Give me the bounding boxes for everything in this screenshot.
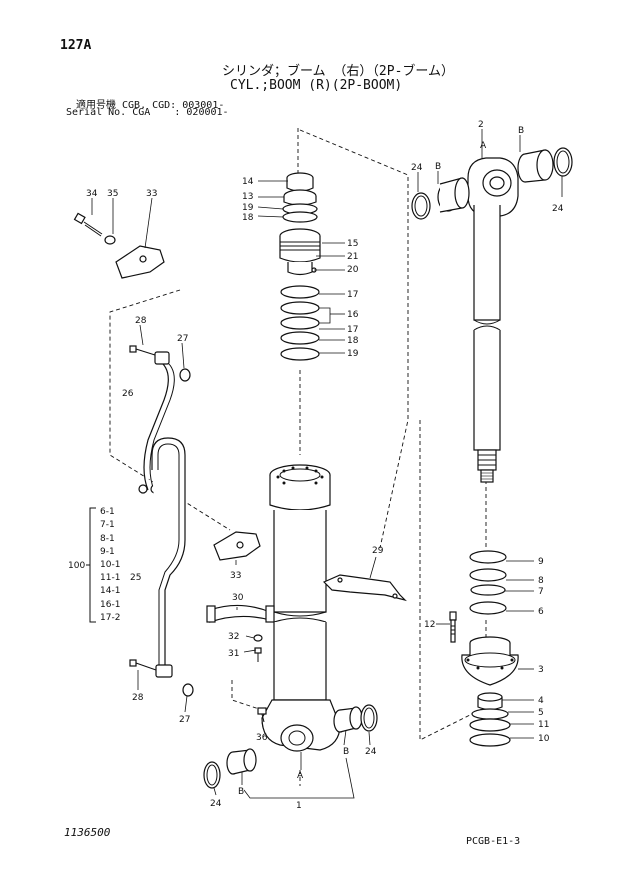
callout-B-upper-left: B [435, 162, 441, 172]
page-code: PCGB-E1-3 [466, 836, 521, 847]
bracket-29 [322, 574, 407, 602]
washer-32 [253, 634, 263, 642]
bottom-bushing-left [226, 748, 257, 775]
callout-8: 8 [538, 576, 544, 586]
oring-27-upper [179, 368, 191, 382]
callout-36: 36 [256, 733, 268, 743]
washer-35 [104, 235, 116, 245]
oring-27-lower [182, 683, 194, 697]
callout-7: 7 [538, 587, 544, 597]
callout-15: 15 [347, 239, 358, 249]
callout-11: 11 [538, 720, 549, 730]
serial-applicability-line-2: Serial No. CGA : 020001- [66, 107, 229, 118]
callout-A-lower: A [297, 771, 304, 781]
callout-31: 31 [228, 649, 239, 659]
leader-lines [91, 129, 563, 799]
callout-17-lower: 17 [347, 325, 358, 335]
callout-6: 6 [538, 607, 544, 617]
callout-25: 25 [130, 573, 141, 583]
kit-item-14-1: 14-1 [100, 586, 120, 596]
callout-24-upper-right: 24 [552, 204, 564, 214]
piston-rod [467, 157, 519, 483]
callout-9: 9 [538, 557, 544, 567]
callout-34: 34 [86, 189, 98, 199]
callout-4: 4 [538, 696, 544, 706]
callout-30: 30 [232, 593, 244, 603]
head-bolt [449, 611, 457, 643]
callout-28-lower: 28 [132, 693, 144, 703]
seal-ring-lower-right [360, 704, 378, 732]
piston-stack [279, 172, 321, 361]
cylinder-tube [261, 464, 341, 752]
callout-18-upper: 18 [242, 213, 254, 223]
callout-B-lower-left: B [238, 787, 244, 797]
kit-item-9-1: 9-1 [100, 547, 115, 557]
callout-24-upper-left: 24 [411, 163, 423, 173]
callout-10: 10 [538, 734, 550, 744]
callout-35: 35 [107, 189, 118, 199]
serial-applicability-line-1: 適用号機 CGB. CGD: 003001- [76, 100, 225, 111]
bottom-bushing-right [333, 706, 363, 733]
kit-item-6-1: 6-1 [100, 507, 115, 517]
callout-B-upper-right: B [518, 126, 524, 136]
callout-21: 21 [347, 252, 358, 262]
kit-item-11-1: 11-1 [100, 573, 120, 583]
callout-14: 14 [242, 177, 254, 187]
callout-3: 3 [538, 665, 544, 675]
drawing-number: 1136500 [64, 826, 111, 839]
cylinder-head-stack [461, 550, 519, 747]
callout-29: 29 [372, 546, 384, 556]
callout-26: 26 [122, 389, 134, 399]
kit-item-7-1: 7-1 [100, 520, 115, 530]
callout-24-lower-left: 24 [210, 799, 222, 809]
clamp-33-lower [213, 531, 261, 561]
callout-19-lower: 19 [347, 349, 359, 359]
callout-5: 5 [538, 708, 544, 718]
callout-20: 20 [347, 265, 359, 275]
callout-19-upper: 19 [242, 203, 254, 213]
callout-24-lower-right: 24 [365, 747, 377, 757]
callout-27-upper: 27 [177, 334, 188, 344]
kit-item-8-1: 8-1 [100, 534, 115, 544]
seal-ring-upper-left [411, 192, 431, 220]
callout-1: 1 [296, 801, 302, 811]
callout-33-lower: 33 [230, 571, 241, 581]
seal-ring-lower-left [203, 761, 221, 789]
callout-16: 16 [347, 310, 359, 320]
callout-27-lower: 27 [179, 715, 190, 725]
seal-ring-upper-right [553, 147, 573, 177]
callout-33-upper: 33 [146, 189, 157, 199]
kit-item-10-1: 10-1 [100, 560, 120, 570]
callout-B-lower-right: B [343, 747, 349, 757]
kit-item-17-2: 17-2 [100, 613, 120, 623]
pipe-25 [151, 437, 186, 678]
rod-eye-bushing-right [517, 149, 554, 183]
diagram-title-japanese: シリンダ；ブーム （右）（2P-ブーム） [222, 64, 455, 79]
kit-item-16-1: 16-1 [100, 600, 120, 610]
callout-2: 2 [478, 120, 484, 130]
page-number: 127A [60, 38, 92, 53]
callout-17-upper: 17 [347, 290, 358, 300]
callout-13: 13 [242, 192, 253, 202]
callout-18-lower: 18 [347, 336, 359, 346]
bolt-34 [73, 212, 103, 237]
clamp-33-upper [115, 245, 165, 279]
callout-A-upper: A [480, 141, 487, 151]
bolt-28-lower [129, 659, 157, 671]
rod-eye-bushing-left [437, 177, 470, 213]
callout-labels: 2 A B B 24 24 14 13 19 18 15 21 20 17 16… [68, 120, 564, 811]
bolt-28-upper [129, 345, 156, 356]
kit-100-bracket [86, 507, 96, 623]
callout-12: 12 [424, 620, 435, 630]
callout-28-upper: 28 [135, 316, 147, 326]
grease-fitting [257, 707, 267, 723]
diagram-title-english: CYL.;BOOM (R)(2P-BOOM) [230, 78, 403, 93]
callout-32: 32 [228, 632, 239, 642]
band-30 [206, 604, 275, 623]
kit-100-label: 100 [68, 561, 85, 571]
